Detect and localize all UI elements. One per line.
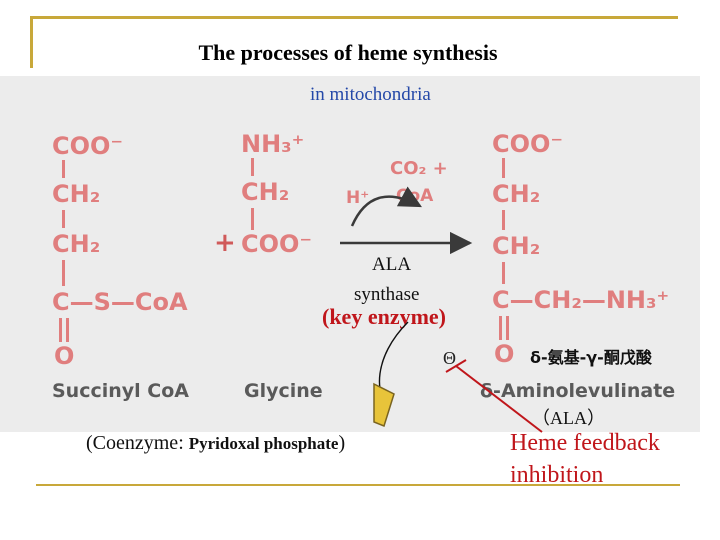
ala-abbreviation: （ALA） (532, 408, 605, 428)
h-plus-reactant: H⁺ (346, 188, 370, 208)
feedback-inhibition-line (455, 365, 543, 433)
succinyl-coa-name: Succinyl CoA (52, 380, 189, 402)
ala-ch2-lower: CH₂ (492, 232, 541, 260)
ala-bond-2 (502, 210, 505, 230)
slide-title: The processes of heme synthesis (198, 40, 498, 65)
glycine-amino: NH₃⁺ (241, 130, 305, 158)
plus-sign: + (214, 228, 236, 258)
succinyl-coa-carboxylate: COO⁻ (52, 132, 124, 160)
succinyl-coa-ch2-upper: CH₂ (52, 180, 101, 208)
byproduct-curved-arrow (350, 186, 422, 227)
enzyme-name-line1: ALA (372, 254, 412, 275)
succinyl-double-bond-a (59, 318, 62, 342)
location-label: in mitochondria (310, 84, 431, 105)
succinyl-bond-2 (62, 210, 65, 228)
coenzyme-arrowhead (373, 382, 395, 427)
glycine-ch2: CH₂ (241, 178, 290, 206)
feedback-inhibition-bar (445, 359, 467, 373)
ala-chinese-name: δ-氨基-γ-酮戊酸 (530, 348, 652, 367)
glycine-bond-1 (251, 158, 254, 176)
coenzyme-prefix: (Coenzyme: (86, 432, 189, 454)
frame-top-rule (30, 16, 678, 19)
coenzyme-name: Pyridoxal phosphate (188, 434, 339, 453)
ala-carboxylate: COO⁻ (492, 130, 564, 158)
frame-left-rule (30, 16, 33, 68)
inhibition-symbol: Θ (443, 348, 456, 368)
enzyme-name-line2: synthase (354, 284, 420, 305)
co2-byproduct: CO₂ + (390, 158, 448, 179)
ala-full-name: δ-Aminolevulinate (480, 380, 676, 402)
ala-double-bond-b (506, 316, 509, 340)
frame-bottom-rule (36, 484, 680, 486)
succinyl-double-bond-b (66, 318, 69, 342)
reaction-panel: in mitochondria COO⁻ CH₂ CH₂ C—S—CoA O S… (0, 76, 700, 432)
ala-ch2-upper: CH₂ (492, 180, 541, 208)
succinyl-bond-1 (62, 160, 65, 178)
glycine-carboxylate: COO⁻ (241, 230, 313, 258)
glycine-name: Glycine (244, 380, 323, 402)
ala-bond-3 (502, 262, 505, 284)
feedback-line2: inhibition (510, 462, 604, 488)
succinyl-coa-thioester: C—S—CoA (52, 288, 188, 316)
key-enzyme-label: (key enzyme) (322, 304, 447, 329)
glycine-bond-2 (251, 208, 254, 230)
ala-bond-1 (502, 158, 505, 178)
succinyl-bond-3 (62, 260, 65, 286)
succinyl-coa-carbonyl-o: O (54, 342, 75, 370)
succinyl-coa-ch2-lower: CH₂ (52, 230, 101, 258)
coenzyme-note: (Coenzyme: Pyridoxal phosphate) (86, 432, 345, 455)
ala-double-bond-a (499, 316, 502, 340)
ala-ketone-chain: C—CH₂—NH₃⁺ (492, 286, 670, 314)
feedback-line1: Heme feedback (510, 430, 660, 456)
coenzyme-suffix: ) (338, 432, 346, 454)
ala-carbonyl-o: O (494, 340, 515, 368)
